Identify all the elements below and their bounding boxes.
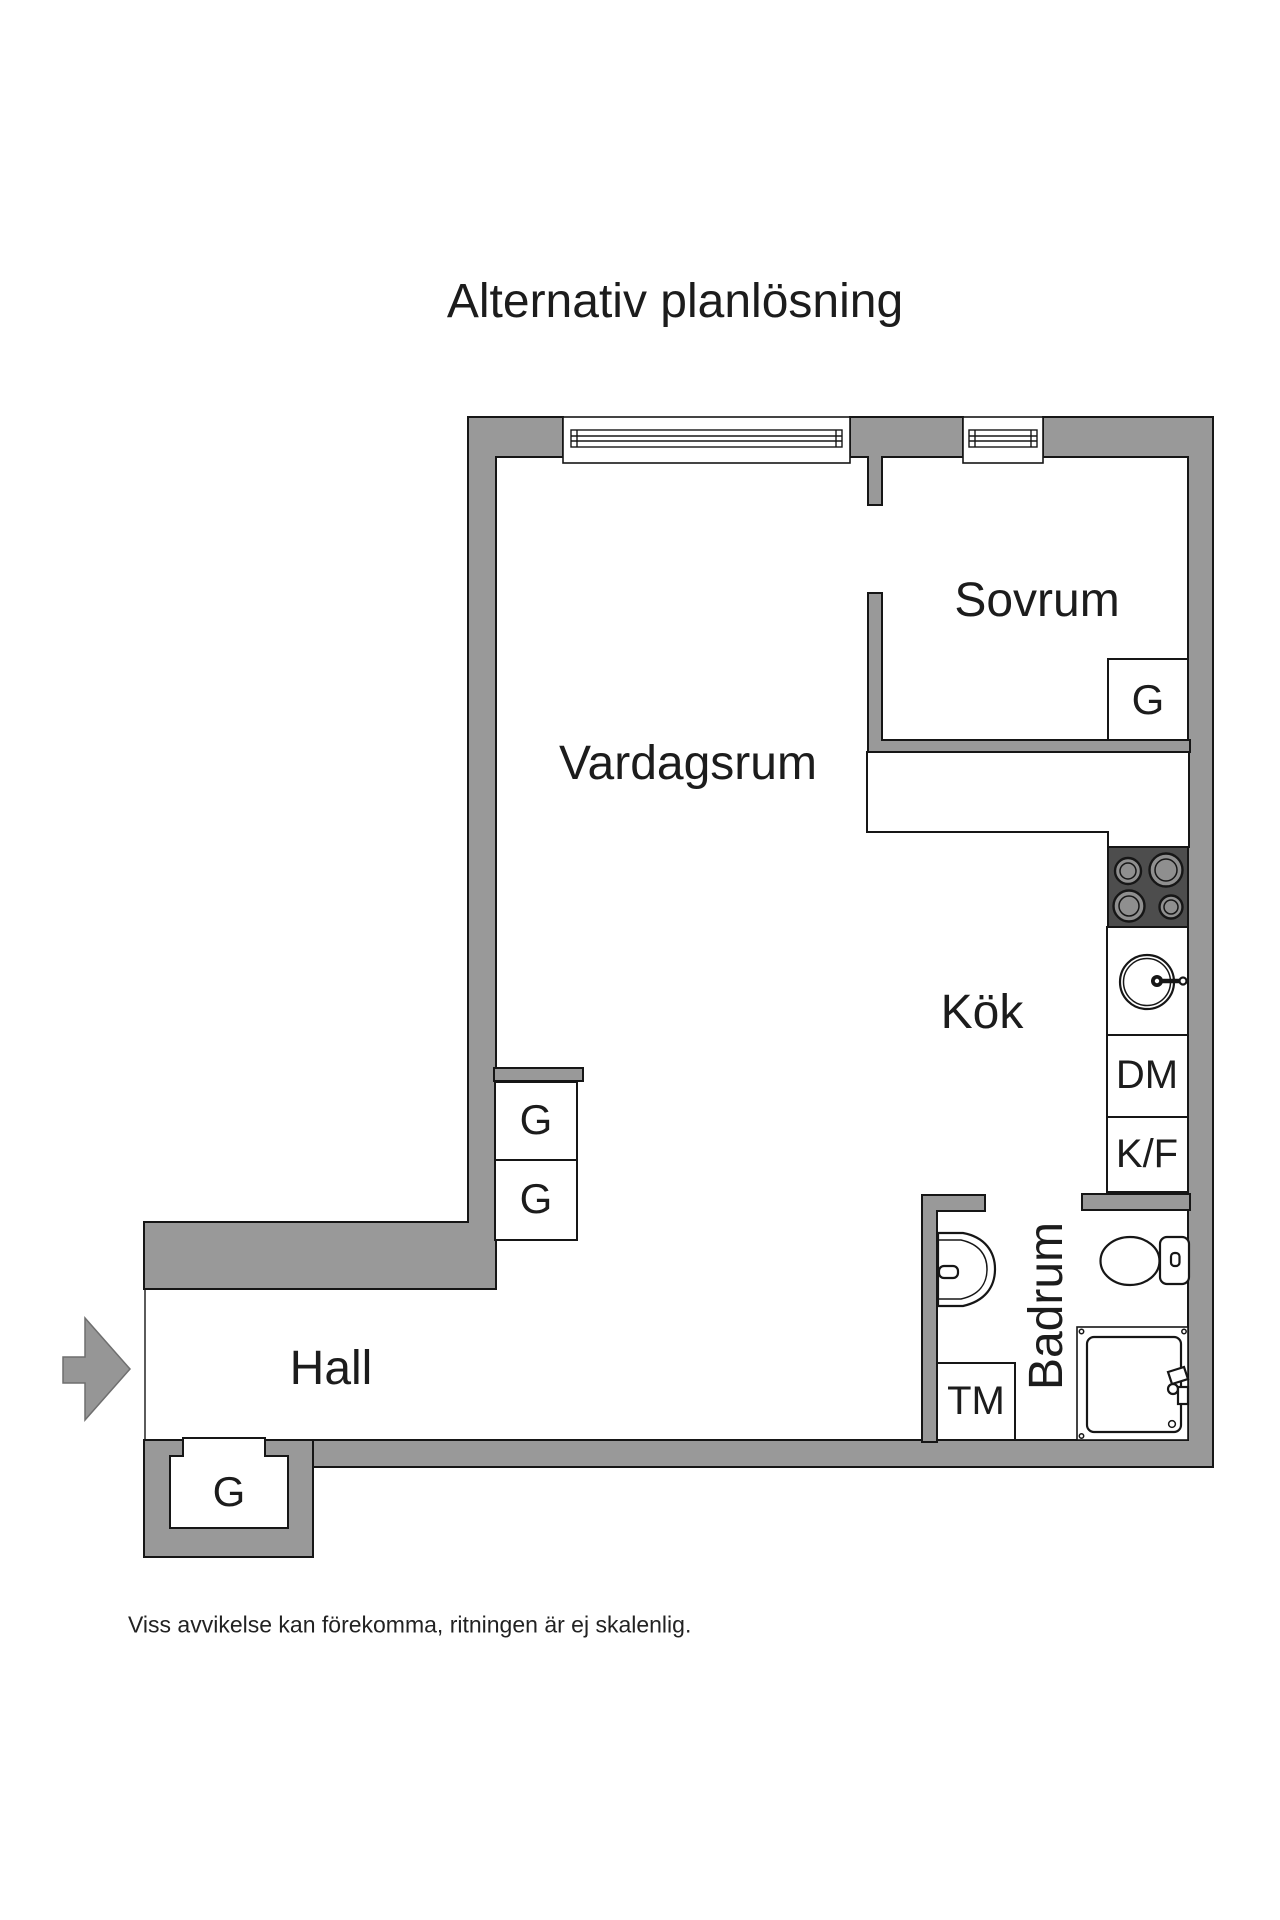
fridge-freezer-box: [1106, 1116, 1189, 1193]
disclaimer-text: Viss avvikelse kan förekomma, ritningen …: [128, 1611, 692, 1638]
shower: [1076, 1326, 1190, 1441]
wardrobe-hall-label: G: [212, 1468, 246, 1515]
wall-closet-stub-living: [493, 1067, 584, 1082]
room-label-kitchen: Kök: [940, 986, 1024, 1039]
wardrobe-living-lower-label: G: [519, 1175, 553, 1222]
toilet: [1099, 1235, 1191, 1287]
washing-machine-label: TM: [947, 1379, 1005, 1423]
wall-top-middle-with-stub: [849, 416, 964, 506]
wardrobe-living-upper-label: G: [519, 1096, 553, 1143]
hall-closet-alcove: [169, 1437, 289, 1529]
bathroom-sink: [936, 1231, 997, 1308]
wardrobe-bedroom-label: G: [1131, 676, 1165, 723]
wall-bathroom-kitchen-divider: [1081, 1193, 1191, 1211]
room-label-hall: Hall: [289, 1342, 373, 1395]
entrance-arrow-icon: [62, 1316, 132, 1422]
fridge-freezer-label: K/F: [1115, 1132, 1179, 1176]
room-label-bathroom: Badrum: [1020, 1221, 1073, 1391]
window-living-room: [562, 416, 851, 464]
dishwasher-label: DM: [1115, 1053, 1179, 1097]
wall-bathroom-left: [921, 1194, 986, 1443]
window-bedroom: [962, 416, 1044, 464]
page-title: Alternativ planlösning: [446, 275, 904, 328]
wardrobe-living-lower-box: [494, 1159, 578, 1241]
room-label-bedroom: Sovrum: [954, 574, 1120, 627]
wardrobe-bedroom-box: [1107, 658, 1189, 741]
washing-machine-box: [936, 1362, 1016, 1441]
wardrobe-living-upper-box: [494, 1081, 578, 1161]
kitchen-counter-recess: [866, 751, 1190, 848]
kitchen-sink: [1106, 926, 1189, 1036]
stove: [1107, 846, 1189, 928]
dishwasher-box: [1106, 1034, 1189, 1118]
room-label-living: Vardagsrum: [559, 737, 817, 790]
